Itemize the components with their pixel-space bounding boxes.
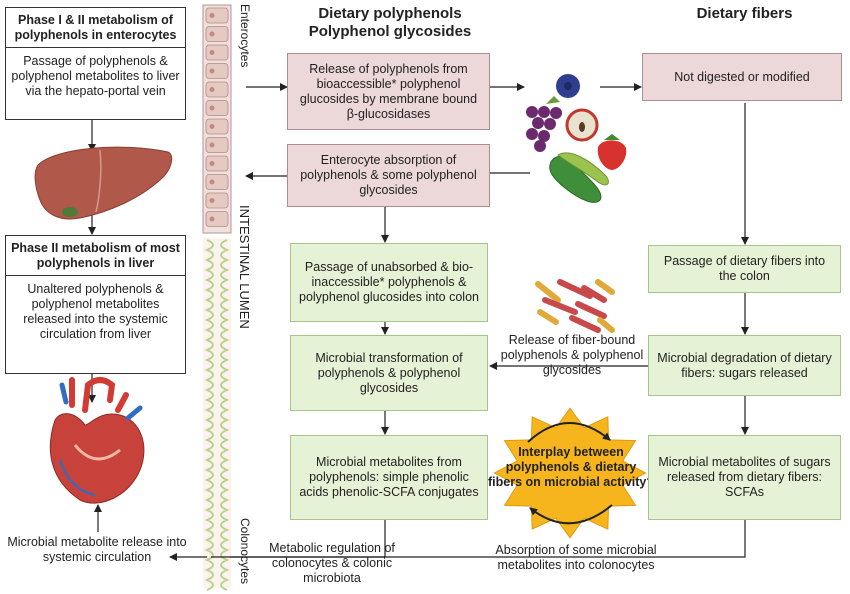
enterocyte-cells [202,4,232,234]
cycle-arrow-top [527,422,611,443]
fiber-bound-release-text: Release of fiber-bound polyphenols & pol… [500,333,644,377]
flow-arrows [88,83,749,561]
liver-icon [34,146,173,220]
polyphenol-metabolites-box: Microbial metabolites from polyphenols: … [290,435,488,520]
label-intestinal-lumen: INTESTINAL LUMEN [237,205,252,329]
enterocyte-absorption-box: Enterocyte absorption of polyphenols & s… [287,144,490,207]
liver-metabolism-title: Phase II metabolism of most polyphenols … [6,236,185,276]
glucosidase-release-box: Release of polyphenols from bioaccessibl… [287,53,490,130]
not-digested-box: Not digested or modified [642,53,842,101]
label-colonocytes: Colonocytes [238,518,252,585]
colonocyte-absorption-text: Absorption of some microbial metabolites… [495,543,657,572]
bacteria-icon [535,279,615,333]
liver-metabolism-body: Unaltered polyphenols & polyphenol metab… [23,282,168,341]
liver-metabolism-box: Phase II metabolism of most polyphenols … [5,235,186,374]
enterocyte-metabolism-body: Passage of polyphenols & polyphenol meta… [11,54,180,98]
fiber-colon-passage-box: Passage of dietary fibers into the colon [648,245,841,293]
fruits-vegetables-icon [526,74,627,203]
interplay-question: Interplay between polyphenols & dietary … [488,445,655,489]
header-dietary-polyphenols: Dietary polyphenols [318,5,462,22]
systemic-release-text: Microbial metabolite release into system… [7,535,187,564]
metabolic-regulation-text: Metabolic regulation of colonocytes & co… [269,541,395,585]
colon-passage-box: Passage of unabsorbed & bio-inaccessible… [290,243,488,322]
microbial-degradation-box: Microbial degradation of dietary fibers:… [648,335,841,396]
cycle-arrow-bottom [529,504,613,525]
header-dietary-fibers: Dietary fibers [696,5,793,22]
header-polyphenol-glycosides: Polyphenol glycosides [308,23,472,40]
enterocyte-metabolism-box: Phase I & II metabolism of polyphenols i… [5,7,186,120]
microbial-transformation-box: Microbial transformation of polyphenols … [290,335,488,411]
heart-icon [49,377,145,504]
label-enterocytes: Enterocytes [238,4,252,68]
colonocyte-villi [203,238,231,591]
enterocyte-metabolism-title: Phase I & II metabolism of polyphenols i… [6,8,185,48]
scfa-metabolites-box: Microbial metabolites of sugars released… [648,435,841,520]
